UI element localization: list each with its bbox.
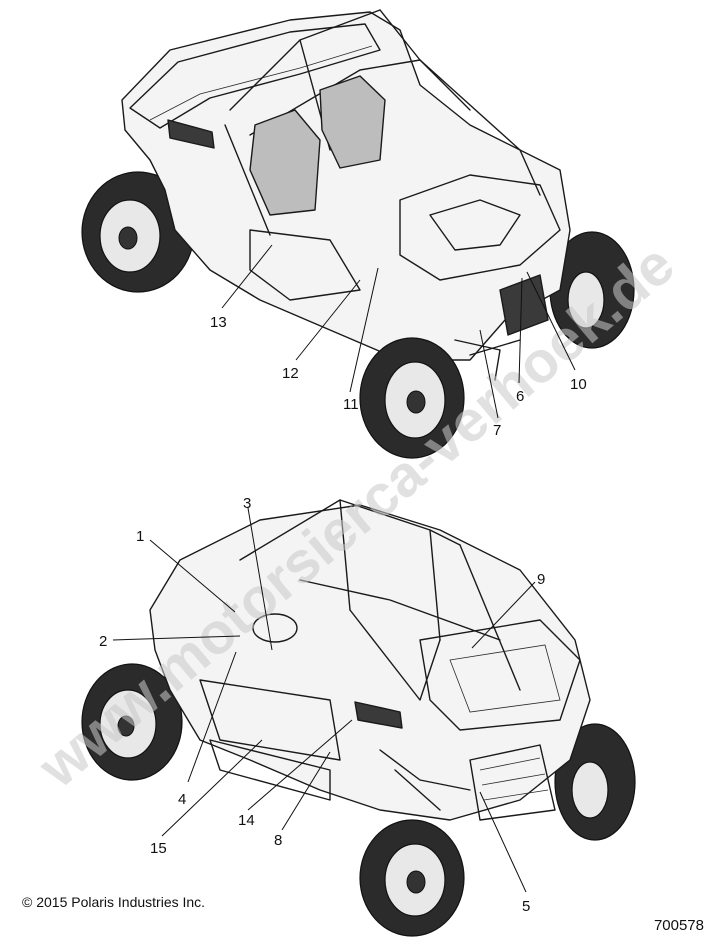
drawing-number: 700578 [653, 917, 704, 934]
callout-2: 2 [99, 633, 107, 650]
callout-3: 3 [243, 495, 251, 512]
callout-13: 13 [210, 314, 227, 331]
leader-lines-top [221, 244, 576, 419]
wheel-top-front [359, 337, 465, 459]
wheel-bottom-left [81, 663, 183, 781]
leader-lines-bottom [112, 507, 536, 893]
callouts-bottom: 1 2 3 4 15 14 8 9 5 [99, 495, 545, 915]
callout-10: 10 [570, 376, 587, 393]
callout-9: 9 [537, 571, 545, 588]
copyright-notice: © 2015 Polaris Industries Inc. [22, 894, 206, 910]
callout-15: 15 [150, 840, 167, 857]
callout-8: 8 [274, 832, 282, 849]
callouts-top: 13 12 11 10 6 7 [210, 314, 587, 439]
callout-1: 1 [136, 528, 144, 545]
callout-11: 11 [343, 396, 359, 413]
wheel-top-right [549, 231, 635, 349]
wheel-bottom-front [359, 819, 465, 937]
callout-7: 7 [493, 422, 501, 439]
wheel-bottom-right [554, 723, 636, 841]
callout-14: 14 [238, 812, 255, 829]
callout-12: 12 [282, 365, 299, 382]
vehicle-top-illustration [81, 9, 635, 459]
callout-5: 5 [522, 898, 530, 915]
callout-6: 6 [516, 388, 524, 405]
wheel-top-left [81, 171, 195, 293]
callout-4: 4 [178, 791, 186, 808]
